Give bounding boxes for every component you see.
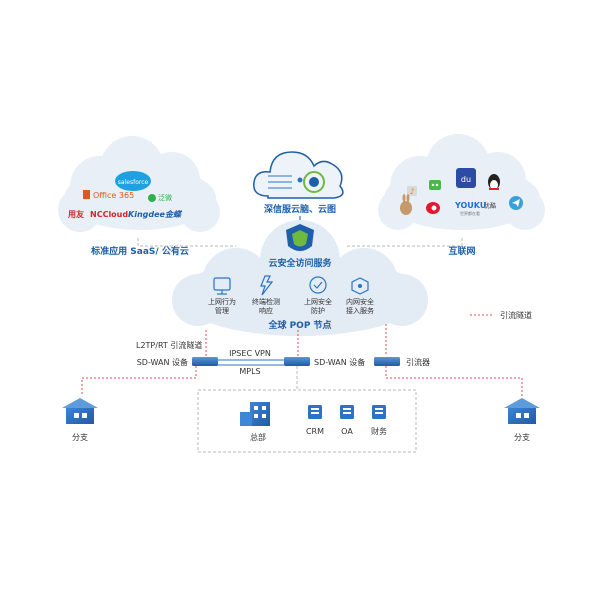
oa-label: OA	[341, 427, 353, 436]
huanlian-logo: 泛微	[148, 193, 172, 202]
diverter-device: 引流器	[374, 357, 430, 367]
telegram-icon	[509, 196, 523, 210]
rabbit-icon	[400, 194, 412, 215]
pop-cloud: 云安全访问服务 上网行为 管理 终端检测 响应 上网安全 防护 内网安全 接入服…	[172, 220, 428, 336]
crm-server-icon: CRM	[306, 405, 324, 436]
internet-cloud-label: 互联网	[448, 245, 475, 257]
wechat-icon	[429, 180, 441, 190]
finance-label: 财务	[371, 426, 387, 436]
svg-text:泛微: 泛微	[158, 193, 172, 202]
kingdee-logo: Kingdee金蝶	[128, 209, 183, 219]
svg-text:优酷: 优酷	[484, 202, 496, 210]
tunnel-lines	[81, 324, 523, 396]
svg-text:salesforce: salesforce	[118, 179, 149, 186]
l2tp-tunnel-label: L2TP/RT 引流隧道	[136, 340, 202, 350]
oa-server-icon: OA	[340, 405, 354, 436]
crm-label: CRM	[306, 427, 324, 436]
internet-cloud: ♪ du YOUKU 优酷 世界都在看 互联网	[378, 134, 545, 257]
yonyou-logo: 用友	[67, 209, 84, 219]
service-label-line1: 终端检测	[252, 297, 280, 306]
music-icon: ♪	[407, 186, 417, 196]
hq-building-icon: 总部	[240, 402, 270, 442]
sdwan-device-right: SD-WAN 设备	[284, 357, 365, 367]
legend: 引流隧道	[470, 310, 532, 320]
office365-logo: Office 365	[83, 190, 134, 200]
sdwan-device-left: SD-WAN 设备	[137, 357, 218, 367]
service-label-line2: 响应	[259, 306, 273, 315]
baidu-logo: du	[456, 168, 476, 188]
weibo-icon	[426, 202, 440, 214]
svg-text:Office 365: Office 365	[93, 191, 134, 200]
svg-text:YOUKU: YOUKU	[454, 201, 486, 210]
service-label-line1: 上网行为	[208, 297, 236, 306]
salesforce-logo: salesforce	[115, 171, 151, 191]
branch-left-building-icon: 分支	[62, 398, 98, 442]
branch-right-label: 分支	[514, 432, 530, 442]
service-label-line2: 接入服务	[346, 306, 374, 315]
svg-text:SD-WAN 设备: SD-WAN 设备	[314, 357, 365, 367]
saas-cloud-label: 标准应用 SaaS/ 公有云	[90, 245, 189, 257]
behavior-management-icon	[213, 277, 231, 295]
svg-text:引流器: 引流器	[406, 357, 430, 367]
nccloud-logo: NCCloud	[90, 210, 128, 219]
pop-node-label: 全球 POP 节点	[267, 319, 331, 331]
service-label-line2: 防护	[311, 306, 325, 315]
hq-label: 总部	[250, 432, 266, 442]
endpoint-detection-icon	[260, 275, 274, 296]
brain-cloud-label: 深信服云脑、云图	[264, 203, 336, 215]
youku-logo: YOUKU 优酷 世界都在看	[454, 201, 496, 216]
shield-icon	[286, 224, 314, 251]
intranet-access-icon	[351, 277, 369, 295]
svg-text:SD-WAN 设备: SD-WAN 设备	[137, 357, 188, 367]
service-label-line1: 内网安全	[346, 297, 374, 306]
service-label-line1: 上网安全	[304, 297, 332, 306]
finance-server-icon: 财务	[371, 405, 387, 436]
svg-text:♪: ♪	[409, 187, 414, 196]
hq-boundary	[197, 389, 417, 453]
branch-right-building-icon: 分支	[504, 398, 540, 442]
service-label-line2: 管理	[215, 306, 229, 315]
legend-tunnel-label: 引流隧道	[500, 310, 532, 320]
saas-cloud: salesforce Office 365 泛微 用友 NCCloud King…	[58, 136, 220, 257]
svg-text:du: du	[461, 175, 471, 184]
brain-cloud-icon: 深信服云脑、云图	[253, 151, 344, 215]
svg-text:世界都在看: 世界都在看	[460, 210, 480, 216]
qq-icon	[488, 174, 500, 190]
ipsec-vpn-label: IPSEC VPN	[229, 349, 271, 358]
security-service-label: 云安全访问服务	[268, 257, 332, 269]
mpls-label: MPLS	[239, 367, 260, 376]
branch-left-label: 分支	[72, 432, 88, 442]
web-security-icon	[309, 276, 327, 294]
